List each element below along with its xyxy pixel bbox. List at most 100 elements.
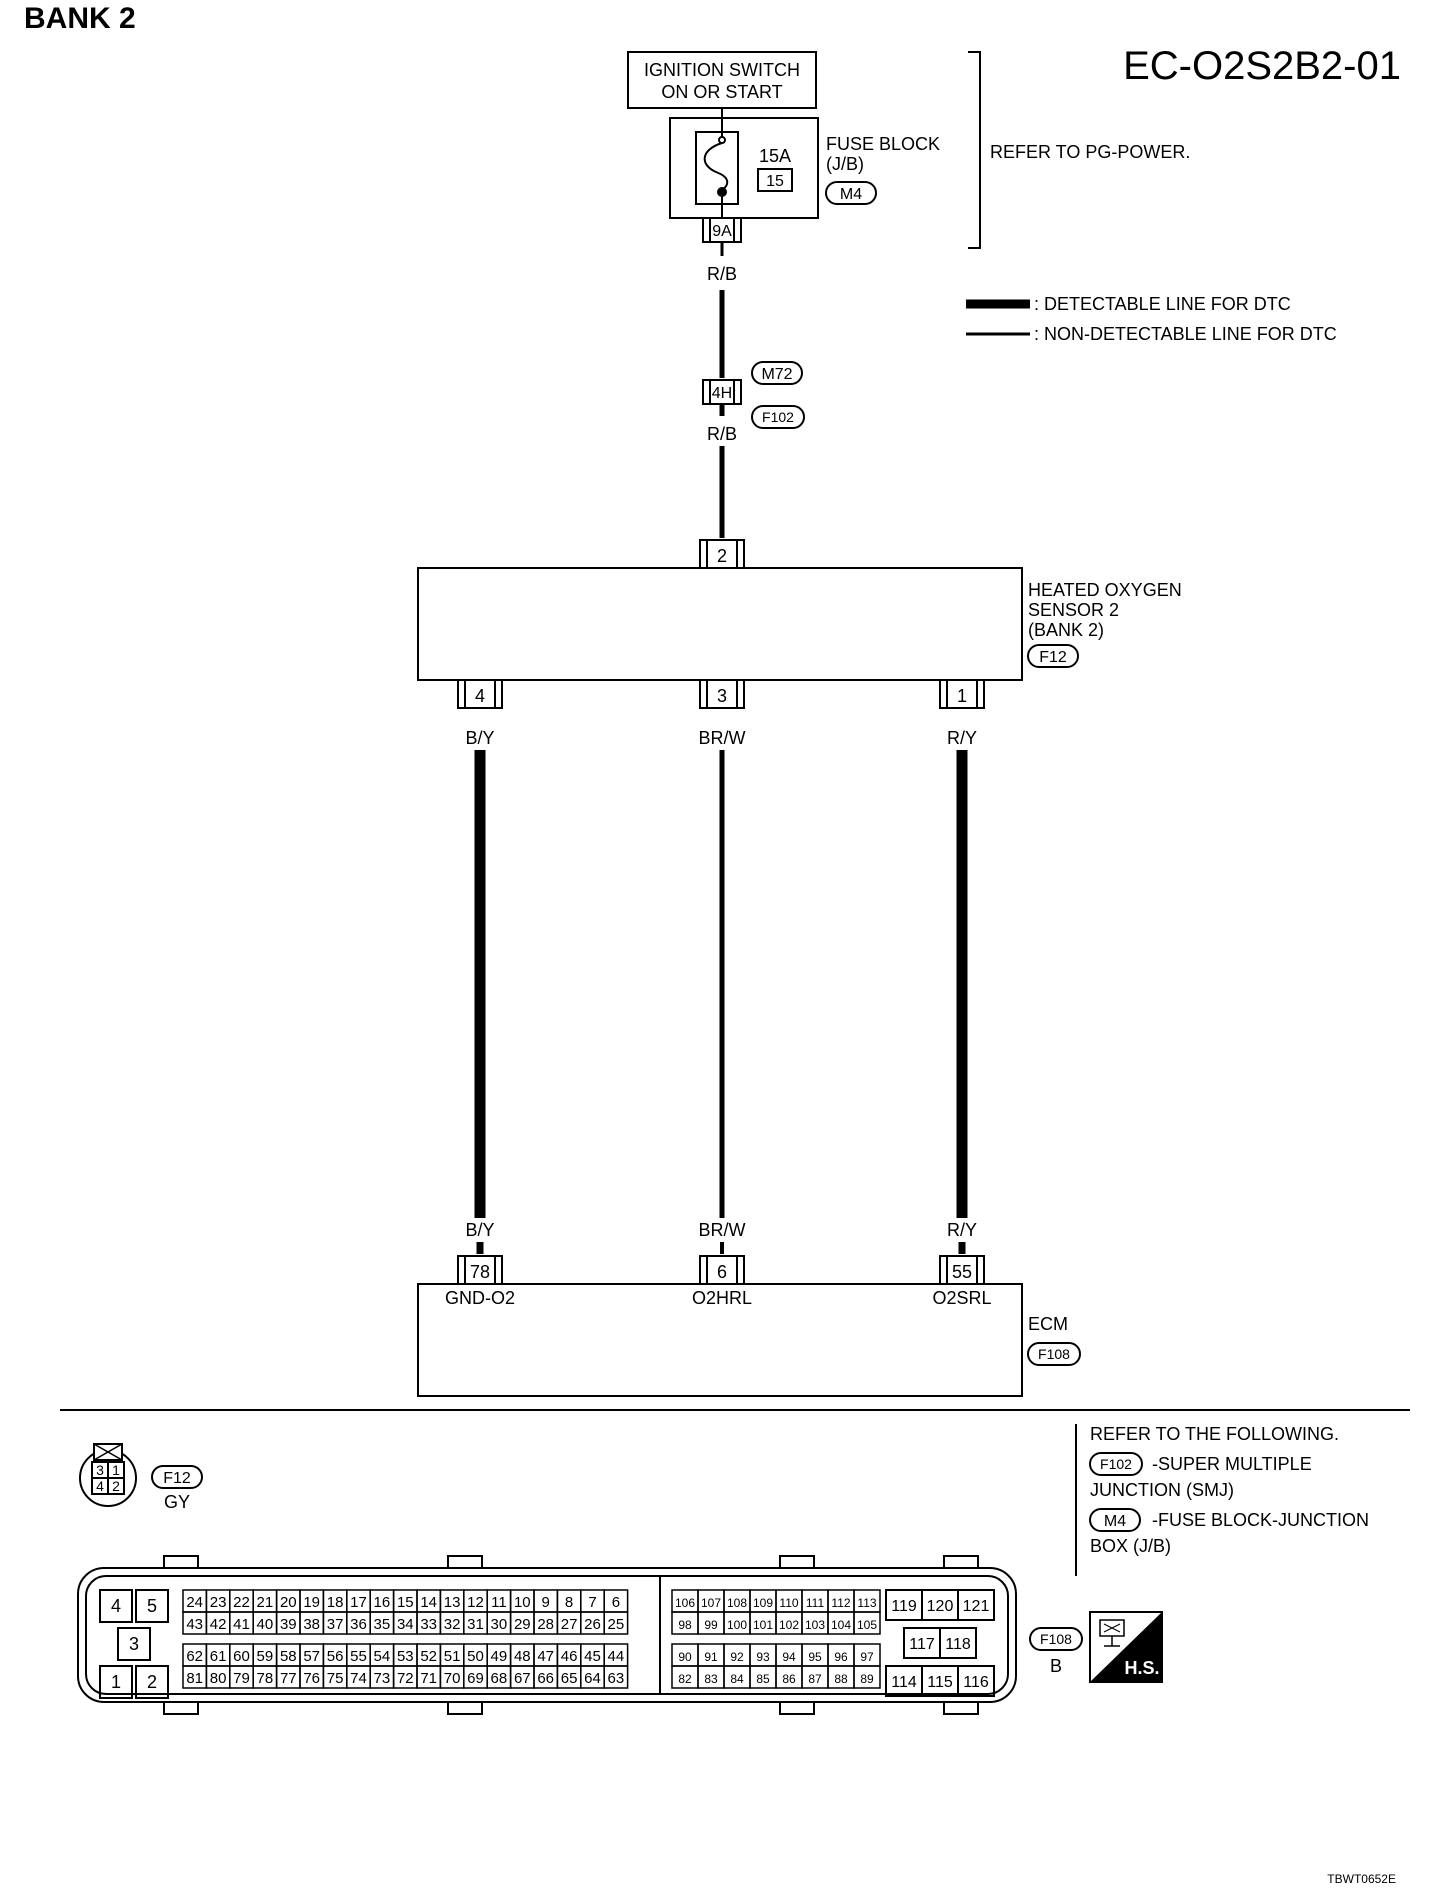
f108-pin: 21 — [257, 1594, 274, 1611]
f108-pin: 26 — [584, 1616, 601, 1633]
f108-pin: 60 — [233, 1648, 250, 1665]
reference-heading: REFER TO THE FOLLOWING. — [1090, 1424, 1339, 1444]
f108-pin: 68 — [491, 1670, 508, 1687]
f12-color-label: GY — [164, 1492, 190, 1512]
f12-pin: 2 — [112, 1478, 120, 1494]
reference-item1-connector: F102 — [1100, 1456, 1132, 1472]
f108-pin: 8 — [565, 1594, 573, 1611]
f108-pin: 100 — [727, 1618, 747, 1632]
f108-pin: 11 — [491, 1594, 507, 1611]
f108-pin: 2 — [147, 1672, 157, 1692]
legend-non-detectable: : NON-DETECTABLE LINE FOR DTC — [1034, 324, 1337, 344]
wire-color-bottom: BR/W — [699, 1220, 746, 1240]
f108-pin: 24 — [186, 1594, 203, 1611]
f108-pin: 45 — [584, 1648, 601, 1665]
fuse-terminal-label: 9A — [712, 223, 732, 240]
f108-pin: 42 — [210, 1616, 227, 1633]
f108-pin: 46 — [561, 1648, 578, 1665]
f108-pin: 81 — [186, 1670, 203, 1687]
ecm-terminal-label: O2SRL — [932, 1288, 991, 1308]
f108-pin: 69 — [467, 1670, 484, 1687]
f108-pin: 67 — [514, 1670, 531, 1687]
f108-pin: 53 — [397, 1648, 414, 1665]
f108-pin: 79 — [233, 1670, 250, 1687]
f108-pin: 56 — [327, 1648, 344, 1665]
signal-wire-1: 4 B/Y B/Y 78 GND-O2 — [445, 679, 515, 1308]
refer-bracket: REFER TO PG-POWER. — [968, 51, 1190, 249]
f108-pin: 4 — [111, 1596, 121, 1616]
f108-pin: 19 — [303, 1594, 320, 1611]
ignition-label-line1: IGNITION SWITCH — [644, 60, 800, 80]
f108-pin: 43 — [186, 1616, 203, 1633]
sensor-pin-label: 4 — [475, 686, 485, 706]
f108-pin: 58 — [280, 1648, 297, 1665]
f108-pin: 1 — [111, 1672, 121, 1692]
junction-connector: 4H M72 F102 — [702, 361, 805, 429]
f108-pin: 107 — [701, 1596, 721, 1610]
f108-pin: 39 — [280, 1616, 297, 1633]
f108-pin: 13 — [444, 1594, 461, 1611]
fuse-terminal: 9A — [702, 217, 742, 243]
f108-pin: 23 — [210, 1594, 227, 1611]
sensor-feed-pin-label: 2 — [717, 546, 727, 566]
f108-pin: 121 — [963, 1598, 990, 1615]
ecm-connector-label: F108 — [1038, 1346, 1070, 1362]
wire-color-top: R/Y — [947, 728, 977, 748]
fuse-number-label: 15 — [766, 173, 784, 190]
f108-pin: 102 — [779, 1618, 799, 1632]
sensor-label-line3: (BANK 2) — [1028, 620, 1104, 640]
sensor-pin-label: 3 — [717, 686, 727, 706]
fuse-block-connector-label: M4 — [840, 186, 862, 203]
f108-pin: 115 — [927, 1674, 953, 1691]
reference-item2-connector: M4 — [1104, 1513, 1126, 1530]
f108-pin: 110 — [779, 1596, 798, 1610]
f108-pin: 111 — [806, 1596, 825, 1610]
f12-connector-label: F12 — [163, 1470, 191, 1487]
f108-pin-cell — [603, 1611, 629, 1635]
hs-badge: H.S. — [1089, 1611, 1163, 1683]
f108-pin: 18 — [327, 1594, 344, 1611]
legend: : DETECTABLE LINE FOR DTC : NON-DETECTAB… — [966, 294, 1337, 344]
f108-pin: 7 — [588, 1594, 596, 1611]
f108-pin: 49 — [491, 1648, 508, 1665]
f108-pin: 15 — [397, 1594, 414, 1611]
f108-pin: 103 — [805, 1618, 825, 1632]
f108-pin: 20 — [280, 1594, 297, 1611]
f108-pin: 117 — [909, 1636, 935, 1653]
f108-pin: 76 — [303, 1670, 320, 1687]
f108-pin: 63 — [608, 1670, 625, 1687]
f108-pin: 62 — [186, 1648, 203, 1665]
f108-pin: 10 — [514, 1594, 531, 1611]
f108-pin: 96 — [834, 1650, 848, 1664]
f108-pin: 44 — [608, 1648, 625, 1665]
f108-pin: 25 — [608, 1616, 625, 1633]
oxygen-sensor: HEATED OXYGEN SENSOR 2 (BANK 2) F12 — [417, 567, 1182, 681]
f12-pin: 1 — [112, 1462, 120, 1478]
f108-pin: 75 — [327, 1670, 344, 1687]
f108-pin: 64 — [584, 1670, 601, 1687]
f108-pin: 3 — [129, 1634, 139, 1654]
ignition-switch: IGNITION SWITCH ON OR START — [627, 51, 817, 109]
f108-pin: 109 — [753, 1596, 773, 1610]
f108-pin-cell — [853, 1611, 881, 1635]
f108-pin: 118 — [945, 1636, 971, 1653]
wire-color-top: BR/W — [699, 728, 746, 748]
f108-pin: 105 — [857, 1618, 877, 1632]
f108-pin: 35 — [374, 1616, 391, 1633]
f108-pin: 86 — [782, 1672, 796, 1686]
legend-detectable: : DETECTABLE LINE FOR DTC — [1034, 294, 1291, 314]
f108-pin: 116 — [963, 1674, 989, 1691]
f108-pin: 82 — [678, 1672, 692, 1686]
f108-pin: 95 — [808, 1650, 822, 1664]
f108-pin: 12 — [467, 1594, 484, 1611]
reference-item2-line2: BOX (J/B) — [1090, 1536, 1171, 1556]
f108-pin-block-right: 119 120 121 117 118 114 115 116 — [885, 1589, 995, 1697]
f108-pin: 91 — [704, 1650, 718, 1664]
f108-pin: 72 — [397, 1670, 414, 1687]
f108-pin: 90 — [678, 1650, 692, 1664]
f108-pin: 16 — [374, 1594, 391, 1611]
f108-pin: 22 — [233, 1594, 250, 1611]
fuse-icon — [703, 118, 729, 218]
f108-pin: 34 — [397, 1616, 414, 1633]
